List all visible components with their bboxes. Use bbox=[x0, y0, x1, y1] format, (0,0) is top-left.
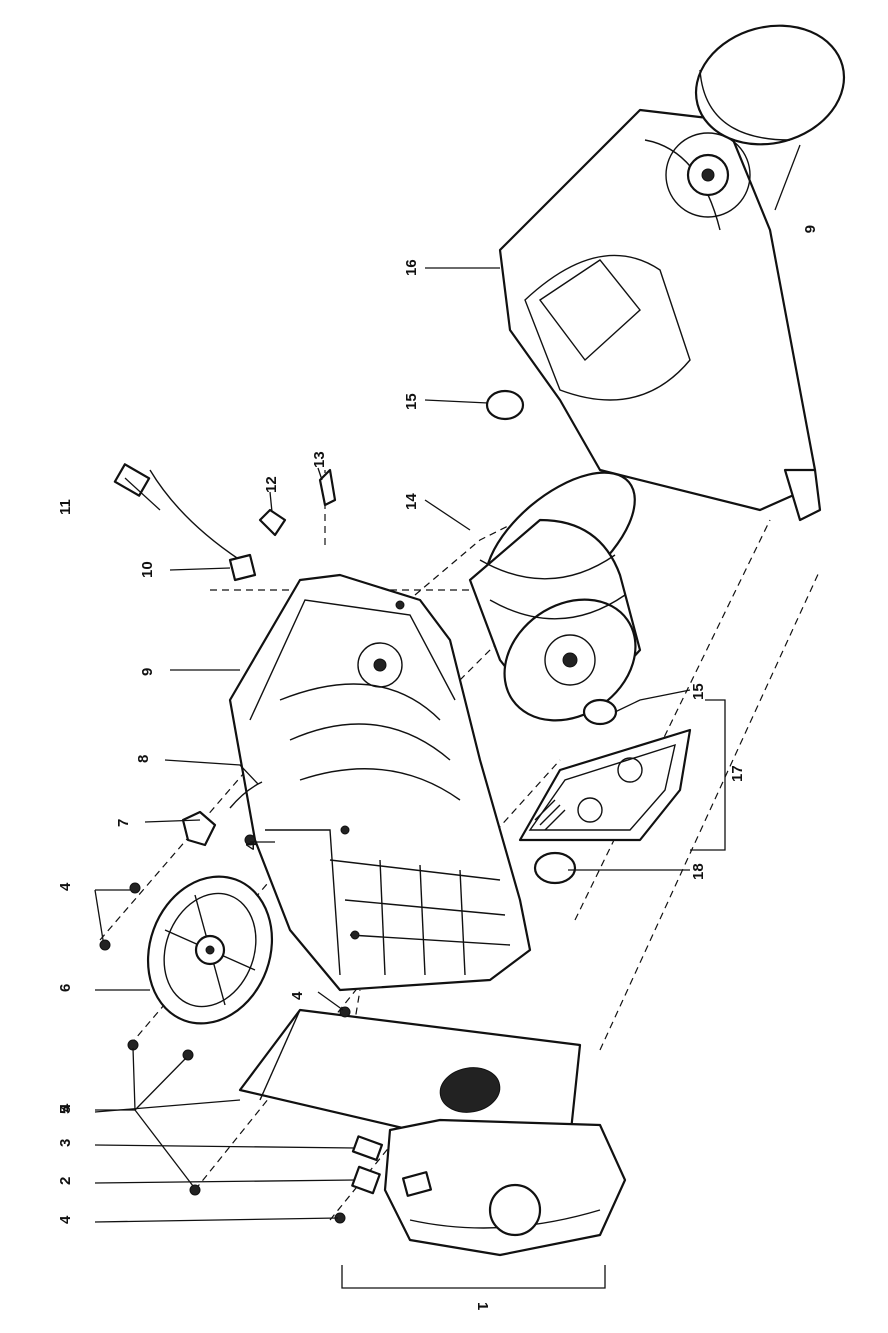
callout-4: 4 bbox=[289, 991, 306, 1000]
clip bbox=[258, 508, 287, 537]
callout-4: 4 bbox=[243, 841, 260, 850]
latch-spring bbox=[351, 1135, 384, 1162]
callout-13: 13 bbox=[311, 451, 328, 468]
end-cap bbox=[694, 24, 846, 146]
callout-15: 15 bbox=[403, 393, 420, 410]
callout-6: 6 bbox=[57, 984, 74, 992]
motor bbox=[468, 471, 642, 722]
screw bbox=[129, 882, 141, 894]
callout-9: 9 bbox=[139, 668, 156, 676]
screw bbox=[99, 939, 111, 951]
plug bbox=[113, 463, 151, 497]
callout-4: 4 bbox=[57, 1103, 74, 1112]
switch bbox=[181, 810, 217, 847]
callout-6: 6 bbox=[801, 225, 818, 233]
callout-16: 16 bbox=[403, 259, 420, 276]
callout-11: 11 bbox=[57, 499, 74, 515]
main-housing bbox=[228, 573, 532, 992]
callout-8: 8 bbox=[135, 755, 152, 763]
rear-shell bbox=[498, 108, 822, 522]
rubber-mount-upper bbox=[485, 389, 525, 421]
callout-18: 18 bbox=[690, 863, 707, 880]
callout-3: 3 bbox=[57, 1139, 74, 1147]
cord-strain-relief bbox=[228, 553, 257, 582]
callout-1: 1 bbox=[474, 1302, 491, 1310]
callout-4: 4 bbox=[57, 1215, 74, 1224]
front-mount bbox=[533, 851, 577, 885]
wheel bbox=[146, 875, 274, 1025]
callout-2: 2 bbox=[57, 1177, 74, 1185]
callout-15: 15 bbox=[690, 683, 707, 700]
latch bbox=[351, 1165, 381, 1195]
callouts: 4 4 4 4 4 2 3 5 6 7 8 9 10 11 12 13 14 1… bbox=[57, 225, 818, 1310]
switch-lead bbox=[229, 781, 263, 809]
screw bbox=[189, 1184, 201, 1196]
terminal bbox=[318, 468, 337, 507]
callout-14: 14 bbox=[403, 493, 420, 510]
power-cord bbox=[149, 469, 241, 561]
leader-lines bbox=[94, 144, 801, 1289]
callout-5: 5 bbox=[57, 1106, 74, 1114]
screw bbox=[182, 1049, 194, 1061]
callout-4: 4 bbox=[57, 882, 74, 891]
callout-7: 7 bbox=[115, 819, 132, 827]
callout-10: 10 bbox=[139, 561, 156, 578]
front-cover bbox=[383, 1118, 627, 1257]
callout-12: 12 bbox=[263, 476, 280, 493]
filter-assembly bbox=[518, 728, 692, 842]
rubber-mount-lower bbox=[582, 698, 618, 726]
callout-17: 17 bbox=[729, 765, 746, 782]
